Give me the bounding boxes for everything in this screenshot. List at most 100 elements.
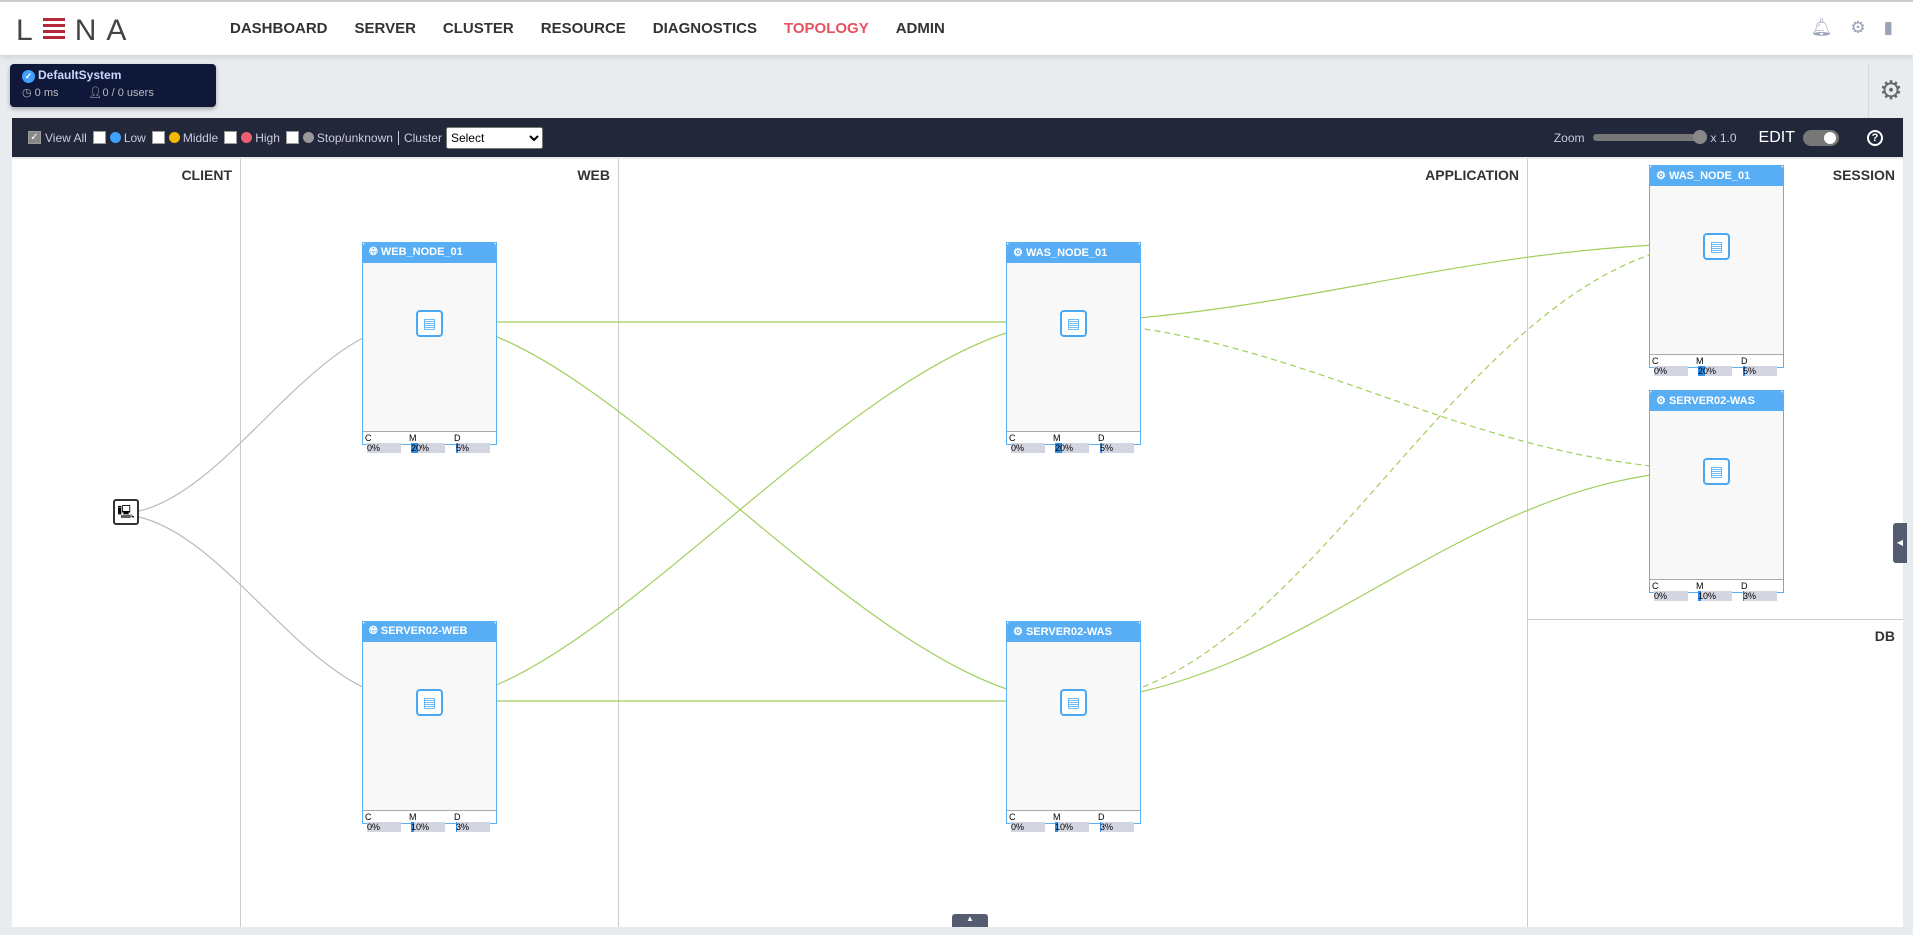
node-header: ⚙ SERVER02-WAS (1007, 622, 1140, 642)
logout-icon[interactable]: ▮ (1883, 18, 1893, 37)
node-name: SERVER02-WAS (1668, 395, 1755, 407)
bottom-panel-toggle[interactable]: ▲ (952, 914, 988, 927)
session-server-icon[interactable]: ▤ (1703, 458, 1730, 485)
nav-dashboard[interactable]: DASHBOARD (230, 20, 328, 37)
edge-web1-was2 (441, 321, 1059, 704)
topology-canvas: CLIENT WEB APPLICATION SESSION DB 🖳︎ 🌐︎ … (12, 159, 1903, 927)
column-title: SESSION (1832, 167, 1895, 183)
session-column: SESSION (1528, 159, 1903, 620)
node-name: WAS_NODE_01 (1668, 170, 1751, 182)
node-header: 🌐︎ WEB_NODE_01 (363, 243, 496, 263)
edge-was1-session1 (1084, 239, 1704, 323)
user-count: 0 / 0 users (102, 87, 154, 99)
memory-bar: 10% (1055, 822, 1090, 832)
node-header: 🌐︎ SERVER02-WEB (363, 622, 496, 642)
high-checkbox[interactable] (224, 131, 238, 144)
edge-was2-session2 (1084, 466, 1704, 702)
session-server-icon[interactable]: ▤ (1703, 233, 1730, 260)
memory-bar: 20% (411, 443, 446, 453)
edit-toggle[interactable] (1803, 129, 1839, 146)
edge-web2-was1 (441, 318, 1059, 702)
stop-label: Stop/unknown (316, 130, 393, 145)
disk-bar: 5% (455, 443, 490, 453)
node-name: SERVER02-WEB (380, 625, 468, 637)
middle-checkbox[interactable] (151, 131, 165, 144)
server-icon[interactable]: ▤ (416, 310, 443, 337)
cluster-label: Cluster (403, 130, 442, 145)
cpu-bar: 0% (1654, 591, 1688, 601)
cog-icon: ⚙ (1013, 626, 1023, 638)
column-title: DB (1874, 628, 1895, 644)
nav-server[interactable]: SERVER (354, 20, 416, 37)
side-panel-toggle[interactable]: ◀ (1893, 523, 1907, 563)
system-status-card[interactable]: ✓DefaultSystem ◷ 0 ms 👤︎0 / 0 users (10, 64, 216, 107)
node-name: WEB_NODE_01 (380, 246, 463, 258)
bell-icon[interactable]: 🔔︎ (1810, 18, 1833, 37)
nav-diagnostics[interactable]: DIAGNOSTICS (652, 20, 757, 37)
stop-dot-icon (302, 132, 314, 143)
column-title: WEB (577, 167, 610, 183)
view-all-checkbox[interactable]: ✓ (28, 131, 41, 144)
cpu-bar: 0% (1011, 822, 1045, 832)
main-nav: DASHBOARD SERVER CLUSTER RESOURCE DIAGNO… (230, 20, 945, 37)
user-icon: 👤︎ (88, 87, 103, 99)
disk-bar: 5% (1742, 366, 1777, 376)
node-header: ⚙ WAS_NODE_01 (1007, 243, 1140, 263)
high-label: High (255, 130, 280, 145)
zoom-slider[interactable] (1592, 130, 1707, 144)
node-header: ⚙ WAS_NODE_01 (1650, 166, 1783, 186)
middle-dot-icon (168, 132, 180, 143)
low-checkbox[interactable] (92, 131, 106, 144)
disk-bar: 3% (1742, 591, 1777, 601)
cog-icon: ⚙ (1656, 395, 1666, 407)
column-title: APPLICATION (1425, 167, 1519, 183)
cluster-select[interactable]: Select (445, 126, 543, 149)
application-column: APPLICATION (619, 159, 1528, 927)
low-label: Low (123, 130, 146, 145)
node-name: SERVER02-WAS (1025, 626, 1112, 638)
cog-icon: ⚙ (1013, 247, 1023, 259)
edit-label: EDIT (1758, 128, 1795, 146)
nav-admin[interactable]: ADMIN (895, 20, 945, 37)
cpu-bar: 0% (367, 443, 401, 453)
settings-gear-icon[interactable]: ⚙ (1868, 64, 1913, 118)
high-dot-icon (241, 132, 253, 143)
disk-bar: 3% (1099, 822, 1134, 832)
server-icon[interactable]: ▤ (416, 689, 443, 716)
nav-resource[interactable]: RESOURCE (540, 20, 626, 37)
server-icon[interactable]: ▤ (1060, 310, 1087, 337)
globe-icon: 🌐︎ (369, 246, 378, 258)
view-all-label: View All (45, 130, 87, 145)
clock-icon: ◷ (22, 87, 35, 99)
cpu-bar: 0% (1654, 366, 1688, 376)
edge-was1-session2 (1084, 321, 1704, 474)
node-name: WAS_NODE_01 (1025, 247, 1108, 259)
client-icon[interactable]: 🖳︎ (113, 499, 139, 525)
memory-bar: 10% (1698, 591, 1733, 601)
help-icon[interactable]: ? (1867, 129, 1883, 146)
server-icon[interactable]: ▤ (1060, 689, 1087, 716)
nav-cluster[interactable]: CLUSTER (442, 20, 514, 37)
low-dot-icon (109, 132, 121, 143)
nav-topology[interactable]: TOPOLOGY (783, 20, 869, 37)
zoom-label: Zoom (1553, 130, 1585, 145)
stop-checkbox[interactable] (285, 131, 299, 144)
column-title: CLIENT (181, 167, 232, 183)
response-time: 0 ms (34, 87, 59, 99)
middle-label: Middle (182, 130, 219, 145)
check-icon: ✓ (22, 70, 35, 83)
gear-icon[interactable]: ⚙ (1850, 18, 1866, 37)
